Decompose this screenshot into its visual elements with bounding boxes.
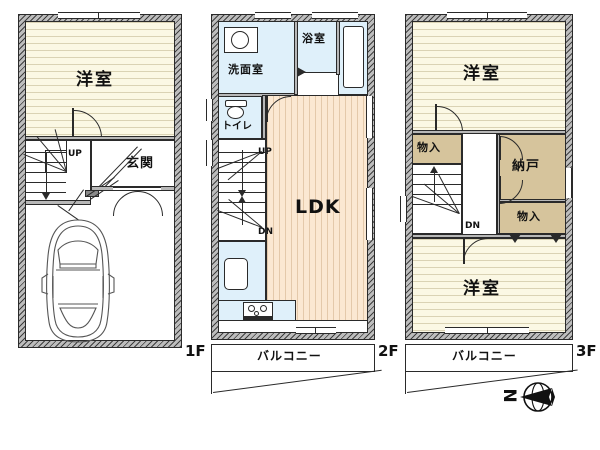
room-label-bedroom-north-3f: 洋室 xyxy=(463,64,501,84)
window-washroom-north-2f xyxy=(255,12,291,19)
room-label-bathroom-2f: 浴室 xyxy=(302,32,326,45)
hall-3f xyxy=(462,134,497,234)
room-label-entrance-1f: 玄関 xyxy=(126,156,155,171)
floor-badge-1f: 1F xyxy=(185,342,206,360)
north-arrow-icon: N xyxy=(501,375,565,420)
toilet-bowl-2f xyxy=(227,106,244,119)
closet-door-marker-left-3f xyxy=(509,234,521,243)
room-closet-lower-3f xyxy=(499,202,566,234)
closet-door-marker-right-3f xyxy=(550,234,562,243)
balcony-label-3f: バルコニー xyxy=(452,349,517,363)
balcony-2f xyxy=(211,344,375,372)
partition-garage-1f xyxy=(25,200,91,205)
floor-panel-3f: 洋室 物入 納戸 物入 xyxy=(395,0,600,450)
stair-label-up-2f: UP xyxy=(258,148,272,157)
room-closet-upper-3f xyxy=(412,134,462,164)
room-label-storage-3f: 納戸 xyxy=(512,159,541,174)
kitchen-sink-2f xyxy=(224,258,248,290)
room-bedroom-1f xyxy=(25,21,175,137)
stair-label-dn-3f: DN xyxy=(465,221,481,231)
floor-badge-3f: 3F xyxy=(576,342,597,360)
room-label-toilet-2f: トイレ xyxy=(222,121,252,132)
room-label-bedroom-1f: 洋室 xyxy=(76,70,114,90)
garage-car xyxy=(41,219,115,343)
window-toilet-west-2f xyxy=(206,99,213,121)
partition-hall-bedroom-south-3f xyxy=(412,234,566,238)
floor-badge-2f: 2F xyxy=(378,342,399,360)
door-leaf-bedroom-south-3f xyxy=(463,238,465,264)
balcony-3f xyxy=(405,344,573,372)
floor-panel-2f: 洗面室 浴室 トイレ LDK xyxy=(200,0,400,450)
partition-toilet-hall-2f xyxy=(262,95,266,139)
window-ldk-east-upper-2f xyxy=(366,96,373,138)
door-leaf-bedroom-1f xyxy=(72,108,74,136)
room-label-washroom-2f: 洗面室 xyxy=(228,63,264,76)
stair-label-up-1f: UP xyxy=(68,149,82,159)
balcony-label-2f: バルコニー xyxy=(257,349,322,363)
window-ldk-east-lower-2f xyxy=(366,188,373,240)
stair-arrow-up-2f xyxy=(238,190,246,197)
room-label-bedroom-south-3f: 洋室 xyxy=(463,279,501,299)
door-leaf-ldk-2f xyxy=(266,96,268,122)
window-mullion-1f xyxy=(98,12,99,19)
front-door-opening-1f xyxy=(113,187,161,191)
balcony-perspective-line-2f xyxy=(213,369,382,393)
room-label-closet-lower-3f: 物入 xyxy=(517,210,541,223)
window-bedroom-1f xyxy=(58,12,140,19)
stair-arrow-up-3f xyxy=(430,166,438,173)
stair-direction-arrow-1f xyxy=(42,193,50,200)
room-bathroom-2f xyxy=(296,21,338,73)
room-label-closet-upper-3f: 物入 xyxy=(417,141,441,154)
room-ldk-2f xyxy=(266,95,368,321)
floor-panel-1f: 洋室 UP 玄関 xyxy=(0,0,206,450)
north-letter: N xyxy=(501,388,522,403)
window-stair-west-2f xyxy=(206,140,213,166)
room-label-ldk-2f: LDK xyxy=(295,196,341,218)
window-ldk-south-2f xyxy=(296,327,336,334)
partition-bedroom-hall-1f xyxy=(25,136,175,140)
bathroom-door-marker-2f xyxy=(297,67,306,77)
washbasin-bowl-2f xyxy=(231,31,249,49)
partition-bath-tub-2f xyxy=(336,21,340,75)
window-bath-north-2f xyxy=(312,12,358,19)
partition-washroom-bath-2f xyxy=(294,21,298,95)
window-storage-east-3f xyxy=(565,168,572,198)
door-leaf-bedroom-north-3f xyxy=(435,104,437,130)
room-bedroom-south-3f xyxy=(412,238,566,333)
bathtub-2f xyxy=(343,26,364,88)
stair-arrow-down-2f xyxy=(238,196,246,203)
partition-bedroom-hall-3f xyxy=(412,130,566,134)
stove-front-bar-2f xyxy=(243,316,273,320)
window-stair-west-3f xyxy=(400,196,407,222)
